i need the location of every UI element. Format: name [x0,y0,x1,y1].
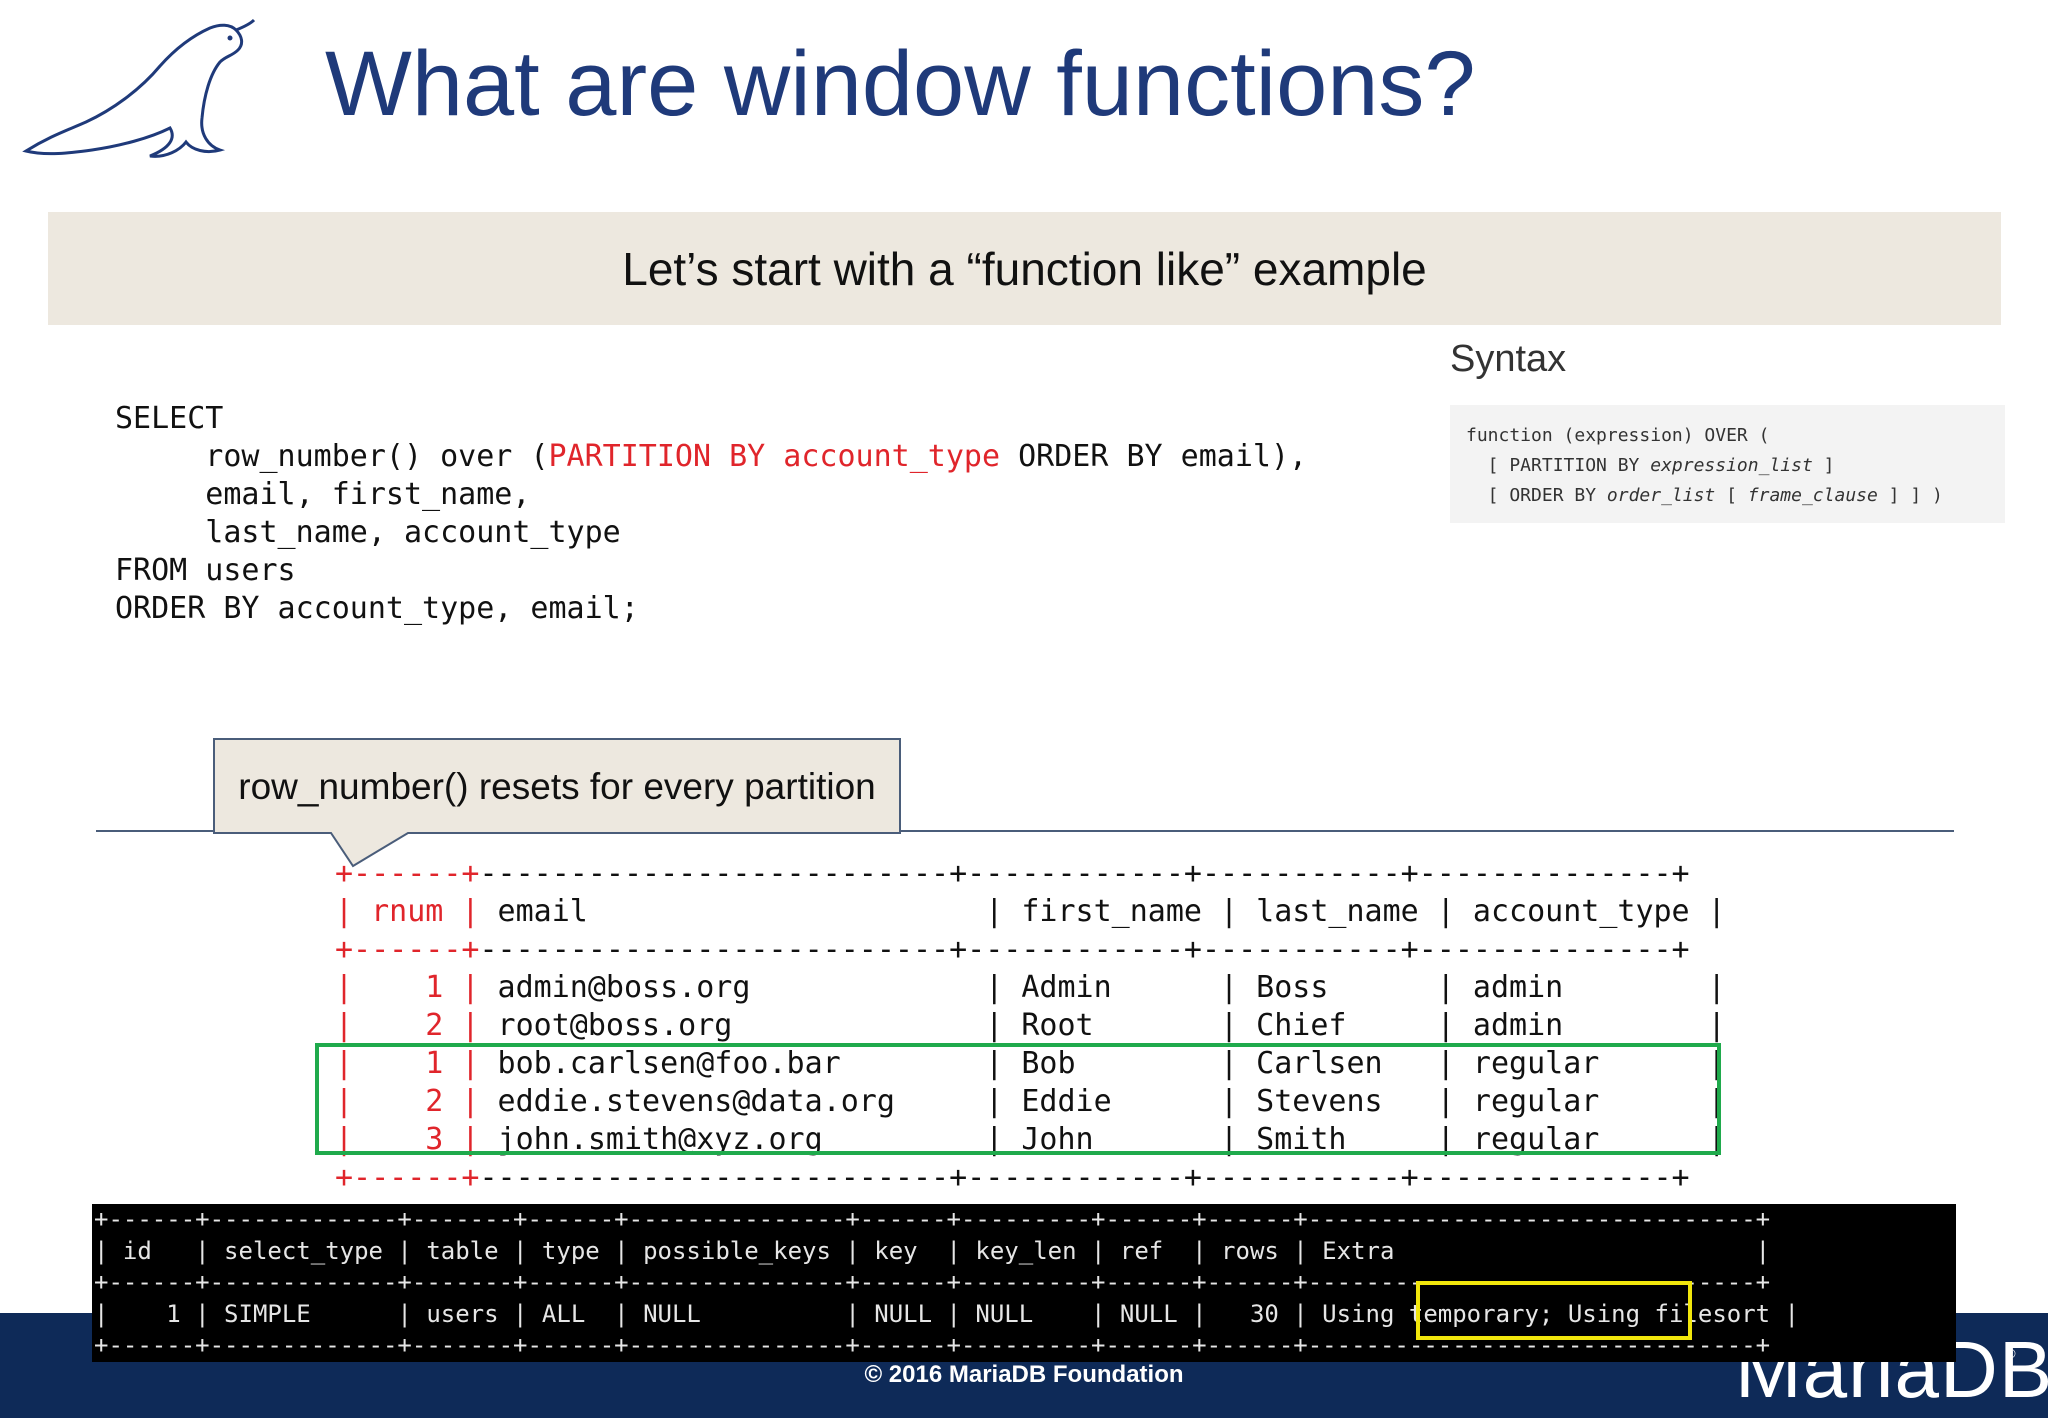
explain-border: +------+-------------+-------+------+---… [94,1331,1771,1359]
table-header: | rnum | email | first_name | last_name … [335,894,1726,929]
table-border: +------+--------------------------+-----… [335,932,1690,967]
sql-line: SELECT [115,401,224,436]
callout-shape [213,738,901,868]
explain-border: +------+-------------+-------+------+---… [94,1205,1771,1233]
seal-icon [22,18,256,158]
sql-line: row_number() over (PARTITION BY account_… [115,439,1308,474]
divider-line [96,830,1954,832]
sql-query: SELECT row_number() over (PARTITION BY a… [115,400,1307,628]
table-row: | 2 | root@boss.org | Root | Chief | adm… [335,1008,1726,1043]
table-border: +------+--------------------------+-----… [335,1160,1690,1195]
explain-header: | id | select_type | table | type | poss… [94,1236,1771,1265]
copyright-text: © 2016 MariaDB Foundation [864,1361,1184,1388]
table-border: +------+--------------------------+-----… [335,856,1690,891]
banner-text: Let’s start with a “function like” examp… [622,242,1427,295]
table-row: | 1 | admin@boss.org | Admin | Boss | ad… [335,970,1726,1005]
table-row: | 2 | eddie.stevens@data.org | Eddie | S… [335,1084,1726,1119]
partition-clause: PARTITION BY account_type [548,439,1001,474]
syntax-box: function (expression) OVER ( [ PARTITION… [1450,405,2005,523]
syntax-heading: Syntax [1450,338,1567,380]
sql-line: last_name, account_type [115,515,621,550]
explain-row: | 1 | SIMPLE | users | ALL | NULL | NULL… [94,1299,1800,1328]
section-banner: Let’s start with a “function like” examp… [48,212,2001,325]
sql-line: FROM users [115,553,296,588]
partition-highlight-box [315,1043,1721,1155]
using-temporary-highlight [1416,1281,1692,1340]
registered-mark: ® [2006,1346,2016,1361]
syntax-line-2: [ PARTITION BY expression_list ] [1466,455,1835,476]
page-title: What are window functions? [325,33,1476,135]
table-row: | 1 | bob.carlsen@foo.bar | Bob | Carlse… [335,1046,1726,1081]
syntax-line-3: [ ORDER BY order_list [ frame_clause ] ]… [1466,485,1943,506]
callout-text: row_number() resets for every partition [238,765,876,807]
sql-line: ORDER BY account_type, email; [115,591,639,626]
rnum-header: | rnum | [335,894,480,929]
sql-line: email, first_name, [115,477,531,512]
callout-box: row_number() resets for every partition [213,738,901,868]
mariadb-seal-logo [20,18,256,164]
syntax-line-1: function (expression) OVER ( [1466,425,1770,446]
